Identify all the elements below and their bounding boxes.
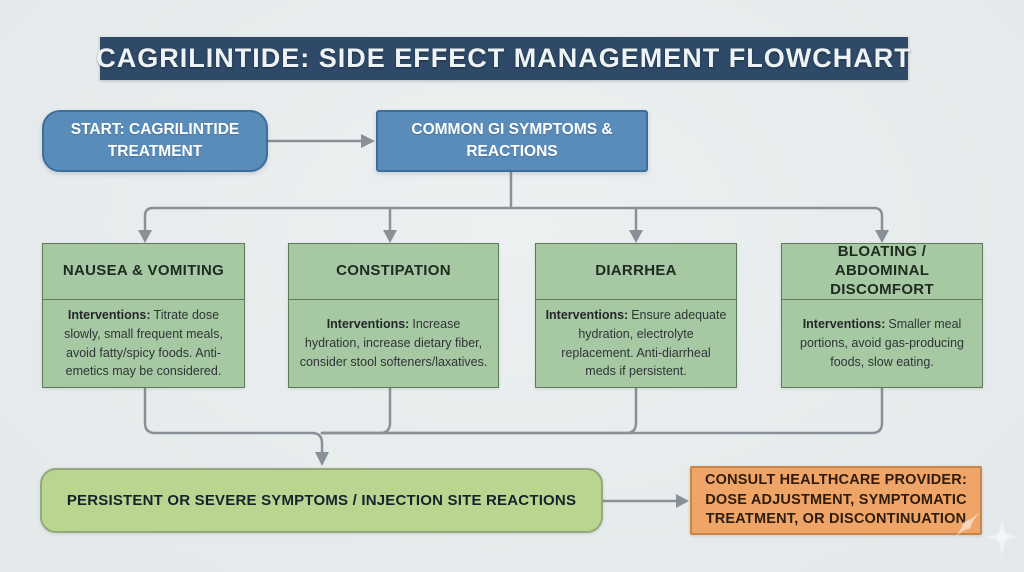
interventions-text: Increase hydration, increase dietary fib… [299,317,488,369]
flow-node-start: START: CAGRILINTIDE TREATMENT [42,110,268,172]
interventions-label: Interventions: [67,308,151,322]
symptom-card-constipation: CONSTIPATION Interventions:Increase hydr… [288,243,499,388]
interventions-label: Interventions: [326,317,410,332]
interventions-text: Smaller meal portions, avoid gas-produci… [800,317,964,369]
arrow-common-to-symptoms [138,170,889,243]
flow-node-start-label: START: CAGRILINTIDE TREATMENT [70,121,240,160]
symptom-card-bloating: BLOATING / ABDOMINAL DISCOMFORT Interven… [781,243,983,388]
flow-node-consult-provider-label: CONSULT HEALTHCARE PROVIDER: DOSE ADJUST… [704,472,968,528]
symptom-card-interventions: Interventions:Titrate dose slowly, small… [43,300,244,387]
symptom-card-interventions: Interventions:Ensure adequate hydration,… [536,300,736,387]
interventions-text: Ensure adequate hydration, electrolyte r… [561,308,727,379]
symptom-card-title: BLOATING / ABDOMINAL DISCOMFORT [782,243,982,300]
flow-node-common-gi-symptoms-label: COMMON GI SYMPTOMS & REACTIONS [411,121,613,160]
symptom-card-nausea-vomiting: NAUSEA & VOMITING Interventions:Titrate … [42,243,245,388]
interventions-label: Interventions: [802,317,886,332]
interventions-text: Titrate dose slowly, small frequent meal… [64,308,223,379]
symptom-card-interventions: Interventions:Increase hydration, increa… [289,300,498,387]
flow-node-persistent-symptoms-label: PERSISTENT OR SEVERE SYMPTOMS / INJECTIO… [66,492,577,509]
interventions-label: Interventions: [545,308,629,322]
symptom-card-title: DIARRHEA [536,244,736,300]
arrow-start-to-common [266,134,375,148]
symptom-card-interventions: Interventions:Smaller meal portions, avo… [782,300,982,387]
symptom-card-title: NAUSEA & VOMITING [43,244,244,300]
flow-node-persistent-symptoms: PERSISTENT OR SEVERE SYMPTOMS / INJECTIO… [40,468,603,533]
arrow-symptoms-to-escalation [143,386,884,466]
flow-node-consult-provider: CONSULT HEALTHCARE PROVIDER: DOSE ADJUST… [690,466,982,535]
arrow-escalation-to-consult [601,494,689,508]
symptom-card-diarrhea: DIARRHEA Interventions:Ensure adequate h… [535,243,737,388]
flow-node-common-gi-symptoms: COMMON GI SYMPTOMS & REACTIONS [376,110,648,172]
page-title: CAGRILINTIDE: SIDE EFFECT MANAGEMENT FLO… [96,37,911,80]
symptom-card-title: CONSTIPATION [289,244,498,300]
